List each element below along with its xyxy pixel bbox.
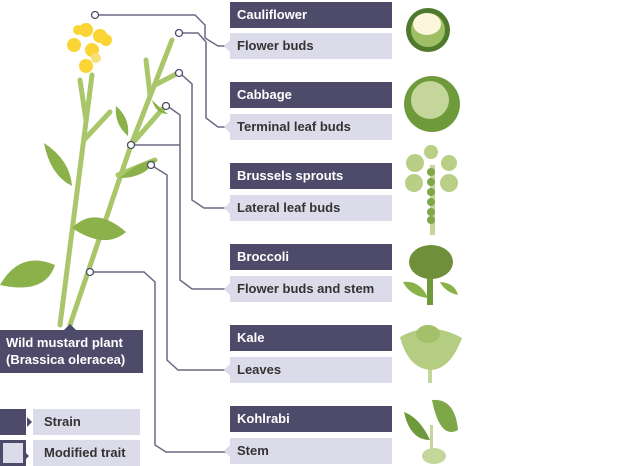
kale-icon	[400, 325, 462, 383]
strain-broccoli: Broccoli	[230, 244, 392, 270]
plant-species: (Brassica oleracea)	[6, 352, 126, 367]
strain-brussels-sprouts: Brussels sprouts	[230, 163, 392, 189]
trait-terminal-leaf-buds: Terminal leaf buds	[224, 114, 392, 140]
legend-strain-label: Strain	[33, 409, 140, 435]
wild-mustard-label: Wild mustard plant (Brassica oleracea)	[0, 324, 143, 373]
legend-strain-swatch	[0, 409, 32, 435]
cauliflower-icon	[406, 8, 450, 52]
connector-lines	[90, 14, 230, 453]
brussels-sprouts-icon	[405, 145, 458, 235]
connector-dots	[85, 10, 184, 277]
trait-lateral-leaf-buds: Lateral leaf buds	[224, 195, 392, 221]
trait-flower-buds-and-stem: Flower buds and stem	[224, 276, 392, 302]
strain-cauliflower: Cauliflower	[230, 2, 392, 28]
trait-stem: Stem	[224, 438, 392, 464]
cabbage-icon	[404, 76, 460, 132]
legend-trait-label: Modified trait	[33, 440, 140, 466]
strain-cabbage: Cabbage	[230, 82, 392, 108]
trait-flower-buds: Flower buds	[224, 33, 392, 59]
legend-trait-swatch	[0, 440, 29, 466]
kohlrabi-icon	[404, 399, 458, 464]
trait-leaves: Leaves	[224, 357, 392, 383]
plant-name: Wild mustard plant	[6, 335, 123, 350]
strain-kohlrabi: Kohlrabi	[230, 406, 392, 432]
broccoli-icon	[403, 245, 458, 305]
strain-kale: Kale	[230, 325, 392, 351]
